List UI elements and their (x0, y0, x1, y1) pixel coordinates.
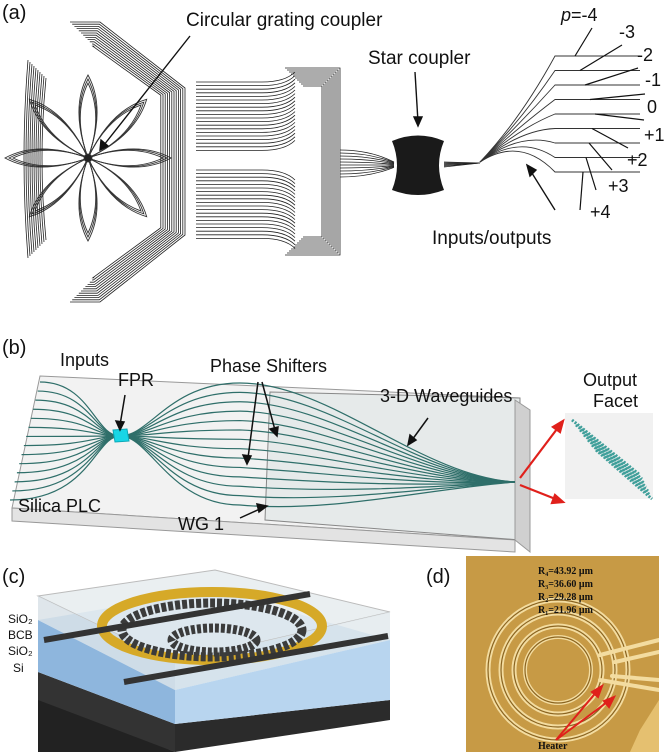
output-facet-arrows (519, 418, 566, 505)
port-arrows (574, 27, 646, 211)
port-label-p2: +2 (627, 150, 648, 170)
star-coupler-label: Star coupler (368, 48, 471, 69)
waveguides-3d-label: 3-D Waveguides (380, 386, 513, 406)
layer-bcb: BCB (8, 628, 33, 642)
port-label-m2: -2 (637, 45, 654, 65)
star-coupler (392, 135, 444, 195)
radius-r3: R₃=36.60 μm (538, 579, 593, 590)
phase-shifters-label: Phase Shifters (210, 356, 328, 376)
heater-arrows (555, 683, 617, 741)
port-label-m3: -3 (619, 22, 636, 42)
silica-plc-label: Silica PLC (18, 496, 102, 516)
radius-r4: R₄=43.92 μm (538, 566, 593, 577)
port-label-m4: p=-4 (561, 5, 598, 25)
star-coupler-feed (339, 149, 481, 178)
panel-a-diagram (4, 21, 646, 303)
panel-c-label: (c) (2, 566, 26, 588)
bus-waveguide-bottom (123, 633, 389, 685)
layer-sio2-bottom: SiO₂ (8, 644, 33, 658)
fpr-label: FPR (118, 370, 154, 390)
panel-d-label: (d) (426, 566, 451, 588)
inner-ring-resonator (167, 623, 261, 657)
middle-waveguide-bundle (196, 67, 341, 256)
bus-waveguide-top (43, 591, 311, 643)
fpr-block (112, 428, 130, 443)
panel-a-arrows (99, 35, 556, 211)
panel-b-label: (b) (2, 337, 27, 359)
port-label-m1: -1 (645, 70, 662, 90)
gold-heater-ring (97, 587, 327, 665)
port-label-0: 0 (647, 97, 658, 117)
output-facet-inset (565, 413, 653, 499)
port-label-p1: +1 (644, 125, 665, 145)
left-waveguide-bundle (23, 21, 186, 303)
layer-sio2-top: SiO₂ (8, 612, 33, 626)
inputs-outputs-label: Inputs/outputs (432, 228, 552, 249)
output-facet-label-line1: Output (583, 370, 638, 390)
circular-grating-rosette (4, 74, 172, 242)
outer-ring-resonator (117, 598, 307, 662)
port-label-p3: +3 (608, 176, 629, 196)
radius-r2: R₂=29.28 μm (538, 592, 593, 603)
radius-r1: R₁=21.96 μm (538, 605, 593, 616)
output-waveguides (479, 55, 640, 173)
output-facet-label-line2: Facet (593, 391, 639, 411)
heater-label: Heater (538, 741, 568, 752)
output-facet-lines (571, 418, 653, 501)
port-label-p4: +4 (590, 202, 611, 222)
layer-si: Si (13, 661, 24, 675)
inputs-label: Inputs (60, 350, 110, 370)
wg1-label: WG 1 (178, 514, 225, 534)
circular-grating-coupler-label: Circular grating coupler (186, 10, 383, 31)
panel-a-label: (a) (2, 2, 27, 24)
